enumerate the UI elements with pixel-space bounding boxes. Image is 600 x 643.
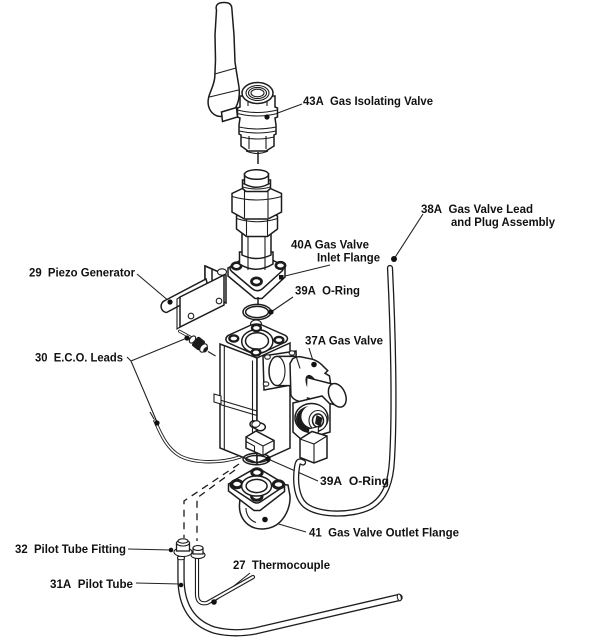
svg-text:27 Thermocouple: 27 Thermocouple bbox=[233, 558, 330, 572]
svg-text:37A Gas Valve: 37A Gas Valve bbox=[305, 334, 383, 348]
svg-text:31A Pilot Tube: 31A Pilot Tube bbox=[50, 577, 133, 591]
svg-text:39A O-Ring: 39A O-Ring bbox=[295, 284, 360, 298]
svg-text:43A Gas Isolating Valve: 43A Gas Isolating Valve bbox=[303, 94, 433, 108]
svg-text:29 Piezo Generator: 29 Piezo Generator bbox=[29, 266, 135, 280]
svg-text:41 Gas Valve Outlet Flange: 41 Gas Valve Outlet Flange bbox=[309, 526, 459, 540]
svg-text:40A Gas Valve: 40A Gas Valve bbox=[291, 238, 369, 252]
svg-text:and Plug Assembly: and Plug Assembly bbox=[451, 215, 555, 229]
svg-text:39A O-Ring: 39A O-Ring bbox=[320, 474, 389, 488]
svg-text:30 E.C.O. Leads: 30 E.C.O. Leads bbox=[35, 351, 123, 365]
svg-text:38A Gas Valve Lead: 38A Gas Valve Lead bbox=[421, 202, 533, 216]
svg-text:32 Pilot Tube Fitting: 32 Pilot Tube Fitting bbox=[15, 542, 126, 556]
svg-text:Inlet Flange: Inlet Flange bbox=[317, 250, 380, 264]
